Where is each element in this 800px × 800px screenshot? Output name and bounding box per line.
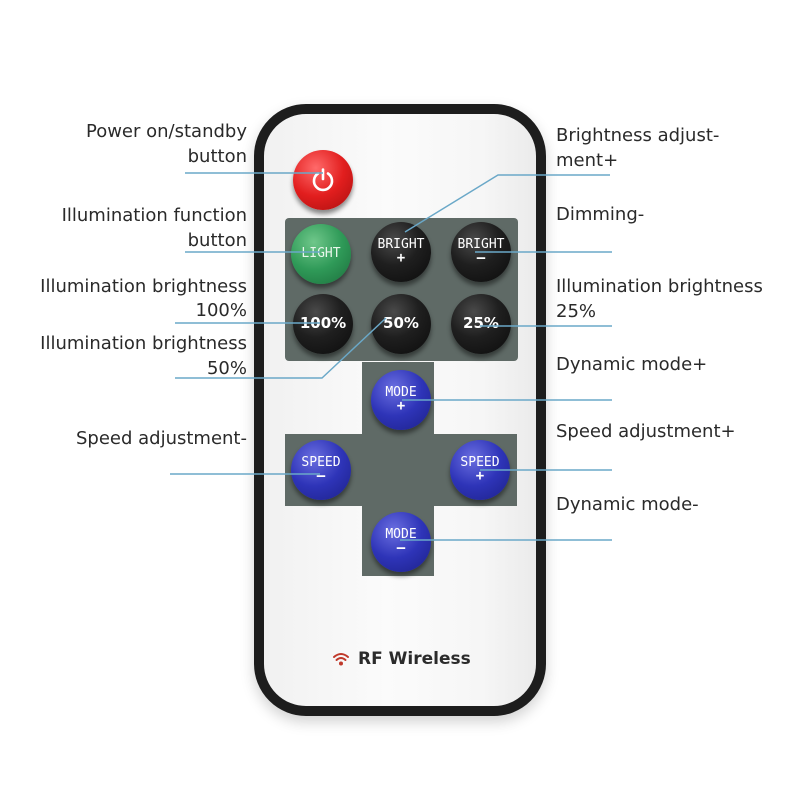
bright-up-sign: + — [396, 250, 406, 267]
speed-down-label: SPEED — [301, 454, 341, 470]
label-bright-up-line1: Brightness adjust- — [556, 125, 720, 146]
mode-down-button[interactable]: MODE – — [371, 512, 431, 572]
speed-up-label: SPEED — [460, 454, 500, 470]
speed-down-sign: – — [316, 468, 326, 485]
brightness-50-label: 50% — [383, 314, 419, 333]
mode-down-sign: – — [396, 540, 406, 557]
label-100-line1: Illumination brightness — [40, 276, 247, 297]
bright-up-label: BRIGHT — [377, 236, 425, 252]
label-power-line1: Power on/standby — [85, 121, 247, 142]
brightness-25-label: 25% — [463, 314, 499, 333]
leader-bright-up — [404, 174, 610, 233]
leader-50 — [175, 317, 387, 379]
power-icon — [312, 168, 334, 192]
bright-down-label: BRIGHT — [457, 236, 505, 252]
label-25-line1: Illumination brightness — [556, 276, 763, 297]
bright-down-sign: – — [476, 250, 486, 267]
mode-down-label: MODE — [385, 526, 417, 542]
label-light-line1: Illumination function — [61, 205, 247, 226]
brightness-25-button[interactable]: 25% — [451, 294, 511, 354]
label-100-line2: 100% — [195, 300, 247, 321]
rf-wireless-brand: RF Wireless — [332, 648, 471, 670]
label-light-line2: button — [187, 230, 247, 251]
mode-up-label: MODE — [385, 384, 417, 400]
brightness-100-button[interactable]: 100% — [293, 294, 353, 354]
label-speed-up: Speed adjustment+ — [556, 421, 736, 442]
label-25-line2: 25% — [556, 301, 597, 322]
mode-up-sign: + — [396, 398, 406, 415]
speed-up-sign: + — [475, 468, 485, 485]
speed-down-button[interactable]: SPEED – — [291, 440, 351, 500]
label-mode-down: Dynamic mode- — [556, 494, 699, 515]
label-50-line2: 50% — [206, 358, 247, 379]
label-mode-up: Dynamic mode+ — [556, 354, 708, 375]
light-button-label: LIGHT — [301, 246, 341, 262]
brightness-100-label: 100% — [299, 314, 347, 333]
bright-up-button[interactable]: BRIGHT + — [371, 222, 431, 282]
label-power-line2: button — [187, 146, 247, 167]
brightness-50-button[interactable]: 50% — [371, 294, 431, 354]
brand-text: RF Wireless — [358, 649, 471, 669]
power-button[interactable] — [293, 150, 353, 210]
light-button[interactable]: LIGHT — [291, 224, 351, 284]
label-speed-down: Speed adjustment- — [75, 428, 247, 449]
label-dimming: Dimming- — [556, 204, 645, 225]
label-bright-up-line2: ment+ — [556, 150, 619, 171]
label-50-line1: Illumination brightness — [40, 333, 247, 354]
wifi-signal-icon — [333, 653, 349, 666]
